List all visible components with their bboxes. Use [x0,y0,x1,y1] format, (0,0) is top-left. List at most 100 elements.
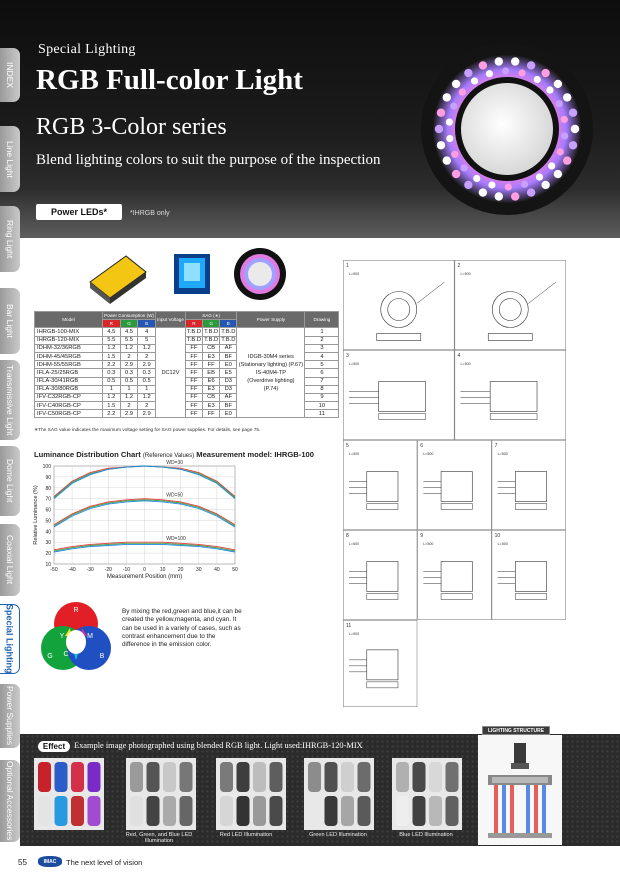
led-dot [488,181,496,189]
product-photos [89,248,286,304]
tab-index[interactable]: INDEX [0,48,20,102]
table-cell: BF [219,401,238,411]
series-line [53,543,236,553]
table-cell: 4.5 [102,327,121,337]
table-cell: 1 [119,384,139,394]
table-cell: IFLA-25/25RGB [34,368,103,378]
table-cell: 1.2 [119,343,139,353]
caption-red: Red LED Illumination [219,832,273,838]
drawing-outline [378,413,426,420]
series-line [53,542,236,552]
x-tick-label: 30 [196,567,202,573]
power-supply-cell: IDGB-30M4 series(Stationary lighting) (P… [236,327,306,419]
table-cell: FF [202,409,221,419]
tab-line-light[interactable]: Line Light [0,126,20,192]
drawing-cable-label: L=500 [349,452,359,456]
y-tick-label: 20 [45,551,51,557]
effect-image-object [253,796,266,826]
label-c: C [63,651,68,658]
table-cell: AF [219,343,238,353]
table-cell: FF [184,368,204,378]
effect-description: Example image photographed using blended… [74,741,363,750]
drawing-outline [366,471,399,502]
drawing-outline [440,593,473,600]
table-cell: FF [184,392,204,403]
led-dot [464,180,473,190]
led-dot [556,148,564,156]
series-group-label: WD=50 [166,493,183,499]
drawing-outline [366,649,399,681]
y-axis-label: Relative Luminance (%) [33,485,39,545]
drawing-number: 11 [346,623,351,629]
power-supply-line: IDGB-30M4 series [247,353,294,360]
effect-image-object [308,796,321,826]
tab-coaxial-light[interactable]: Coaxial Light [0,524,20,596]
series-line [53,498,236,526]
y-tick-label: 90 [45,475,51,481]
led-dot [560,132,569,140]
input-voltage-cell: DC12V [155,327,186,419]
y-tick-label: 100 [43,464,52,470]
table-cell: 1.2 [137,392,157,403]
tab-optional-accessories[interactable]: Optional Accessories [0,760,20,842]
dome-light-photo [174,254,210,294]
brand-logo: IMAC [38,856,62,867]
y-tick-label: 50 [45,518,51,524]
x-tick-label: -40 [68,567,75,573]
drawing-number: 2 [458,263,461,269]
table-cell: FF [184,401,204,411]
table-cell: 0.3 [119,368,139,378]
drawing-outline [376,333,422,341]
led-dot [548,162,556,170]
led-dot [521,180,529,188]
drawing-outline [380,291,418,328]
table-cell: IFV-C50RGB-CP [34,409,103,419]
table-cell: FF [184,384,204,394]
page-number: 55 [18,858,27,867]
table-cell: 1.2 [102,343,121,353]
effect-image-object [54,762,68,792]
effect-image-object [269,762,283,792]
drawing-number: 8 [346,533,349,539]
table-cell: T.B.D [202,335,221,345]
tab-transmissive-light[interactable]: Transmissive Light [0,360,20,440]
drawing-outline [489,413,538,420]
drawing-outline [515,561,547,592]
tab-special-lighting[interactable]: Special Lighting [0,604,20,674]
led-dot [553,79,563,89]
led-dot [478,188,488,197]
col-power-g: G [119,319,139,329]
drawing-5: 5L=500 [343,440,418,531]
table-cell: FF [184,343,204,353]
table-cell: IDHM-45/45RGB [34,351,103,362]
series-line [53,500,236,528]
tab-dome-light[interactable]: Dome Light [0,446,20,516]
table-cell: FF [184,351,204,362]
drawing-frame [491,440,566,531]
drawing-outline [498,298,522,321]
tab-power-supplies[interactable]: Power Supplies [0,684,20,748]
table-cell: 6 [304,368,340,378]
table-cell: T.B.D [202,327,221,337]
drawing-11: 11L=500 [343,619,418,707]
drawing-frame [343,440,418,531]
led-dot [526,61,536,70]
led-dot [473,174,481,183]
drawing-outline [366,503,399,510]
table-cell: 0.3 [102,368,121,378]
tab-bar-light[interactable]: Bar Light [0,288,20,354]
table-cell: 4 [137,327,157,337]
table-cell: 2 [304,335,340,345]
drawing-6: 6L=500 [417,440,492,531]
effect-image-object [146,762,160,792]
effect-image-object [324,762,338,792]
tab-ring-light[interactable]: Ring Light [0,206,20,272]
table-cell: CB [202,343,221,353]
series-line [53,465,236,500]
drawing-cable-label: L=500 [349,362,359,366]
table-cell: IDHM-32/36RGB [34,343,103,353]
table-cell: 1.2 [119,392,139,403]
